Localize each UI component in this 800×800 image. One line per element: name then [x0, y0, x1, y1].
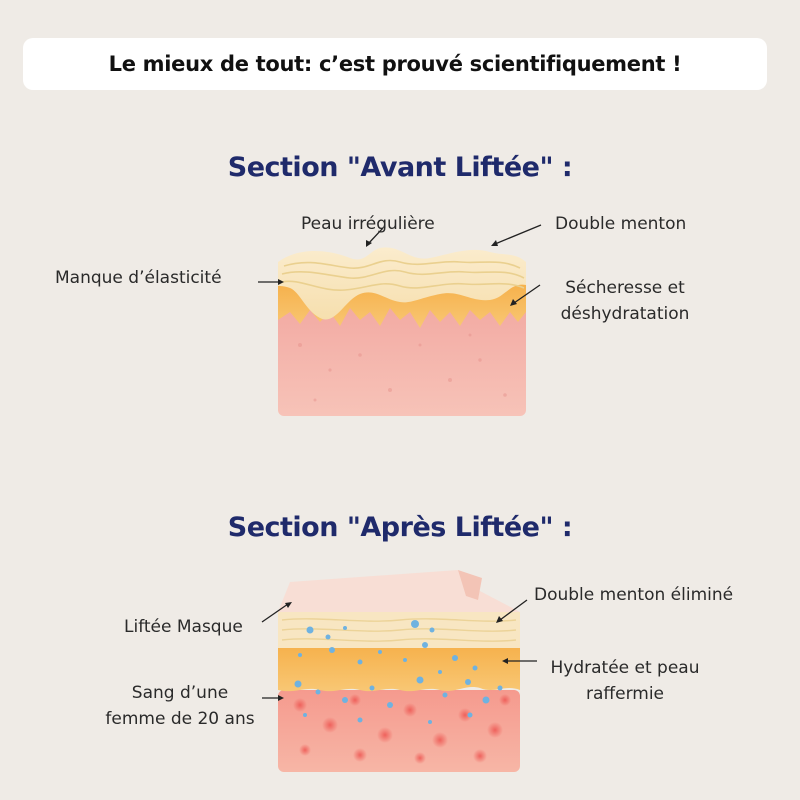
after-section-title: Section "Après Liftée" : [227, 512, 573, 543]
header-banner: Le mieux de tout: c’est prouvé scientifi… [23, 38, 767, 90]
before-section-title: Section "Avant Liftée" : [227, 152, 573, 183]
label-manque-elasticite: Manque d’élasticité [55, 268, 222, 288]
label-secheresse-line1: Sécheresse et [565, 278, 685, 298]
label-double-menton: Double menton [555, 214, 687, 234]
label-secheresse-line2: déshydratation [560, 304, 690, 324]
mask-sheet [278, 570, 520, 612]
label-peau-irreguliere: Peau irrégulière [301, 214, 435, 234]
after-skin-block [278, 570, 520, 772]
label-sang-line1: Sang d’une [131, 683, 229, 703]
header-title: Le mieux de tout: c’est prouvé scientifi… [108, 52, 682, 76]
label-sang: Sang d’une femme de 20 ans [100, 680, 260, 732]
label-hydratee: Hydratée et peau raffermie [545, 655, 705, 707]
label-hydratee-line2: raffermie [585, 684, 664, 704]
before-strata-lines [281, 259, 525, 291]
label-secheresse: Sécheresse et déshydratation [545, 275, 705, 327]
after-dermis-layer [278, 690, 520, 772]
before-skin-block [278, 247, 526, 416]
before-pores [298, 333, 507, 402]
after-strata-lines [281, 618, 517, 642]
label-hydratee-line1: Hydratée et peau [550, 658, 700, 678]
mask-sheet-fold [458, 570, 482, 600]
label-sang-line2: femme de 20 ans [105, 709, 255, 729]
after-blood-dots [293, 694, 511, 764]
before-dermis-layer [278, 300, 526, 416]
before-epidermis-layer [278, 247, 526, 320]
label-double-menton-elimine: Double menton éliminé [534, 585, 734, 605]
annotation-arrows [258, 224, 542, 701]
after-hydration-bubbles [294, 620, 503, 724]
after-fat-layer [278, 644, 520, 692]
label-liftee-masque: Liftée Masque [124, 617, 243, 637]
